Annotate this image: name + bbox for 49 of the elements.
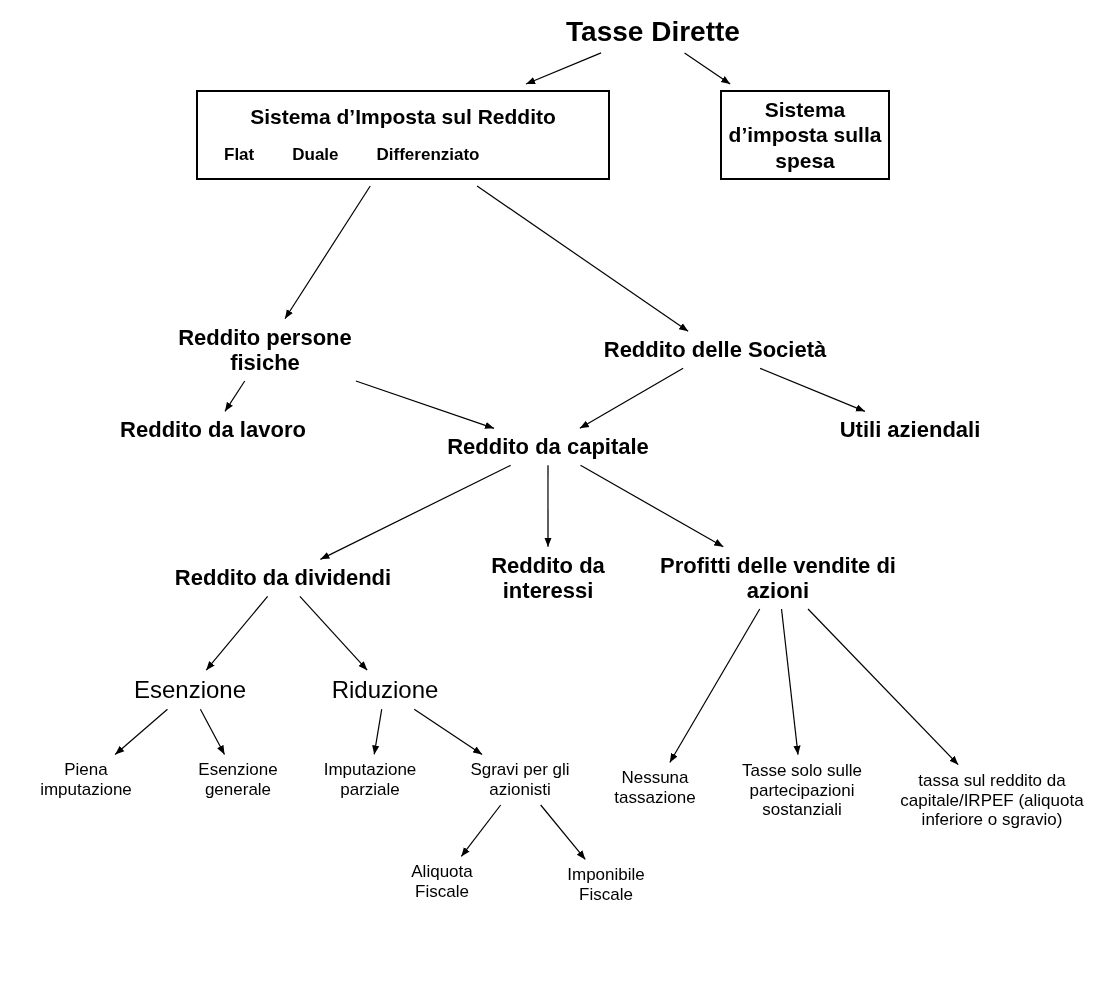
arrow <box>683 52 731 85</box>
leaf-label: Tasse solo sulle partecipazioni sostanziali <box>712 760 892 820</box>
category-label: Reddito da dividendi <box>173 565 393 591</box>
box-heading: Sistema d’Imposta sul Reddito <box>250 104 556 130</box>
category-label: Esenzione <box>125 676 255 704</box>
category-label: Reddito persone fisiche <box>145 324 385 376</box>
system-type-label: Flat <box>224 145 255 166</box>
leaf-label: tassa sul reddito da capitale/IRPEF (aliquota inferiore o sgravio) <box>897 770 1087 830</box>
category-label: Reddito da interessi <box>448 552 648 604</box>
arrow <box>669 608 761 764</box>
arrow <box>205 595 269 671</box>
arrow <box>299 595 368 671</box>
arrow <box>525 52 602 85</box>
arrow <box>780 608 801 756</box>
category-label: Utili aziendali <box>830 417 990 443</box>
arrow <box>372 708 383 756</box>
arrow <box>224 380 246 412</box>
system-box <box>196 90 610 180</box>
arrow <box>759 367 866 412</box>
arrow <box>579 464 724 548</box>
arrow <box>540 804 586 861</box>
leaf-label: Sgravi per gli azionisti <box>460 760 580 800</box>
leaf-label: Imputazione parziale <box>310 760 430 800</box>
leaf-label: Imponibile Fiscale <box>556 865 656 905</box>
arrow <box>476 185 689 332</box>
category-label: Reddito da lavoro <box>113 417 313 443</box>
arrow <box>579 367 684 429</box>
category-label: Tasse Dirette <box>523 15 783 49</box>
arrow <box>807 608 959 766</box>
category-label: Reddito da capitale <box>438 434 658 460</box>
arrow <box>460 804 502 858</box>
system-box <box>720 90 890 180</box>
arrow <box>199 708 226 756</box>
category-label: Reddito delle Società <box>595 337 835 363</box>
system-type-label: Duale <box>292 145 339 166</box>
leaf-label: Piena imputazione <box>31 760 141 800</box>
category-label: Riduzione <box>320 676 450 704</box>
box-heading: Sistema d’imposta sulla spesa <box>727 97 883 173</box>
system-type-label: Differenziato <box>376 145 480 166</box>
leaf-label: Nessuna tassazione <box>605 768 705 808</box>
category-label: Profitti delle vendite di azioni <box>648 552 908 604</box>
leaf-label: Aliquota Fiscale <box>392 862 492 902</box>
arrow <box>355 380 495 429</box>
arrow <box>284 185 371 320</box>
arrow <box>544 464 552 548</box>
arrow <box>114 708 169 756</box>
leaf-label: Esenzione generale <box>183 760 293 800</box>
arrow <box>413 708 483 756</box>
arrow <box>319 464 512 560</box>
